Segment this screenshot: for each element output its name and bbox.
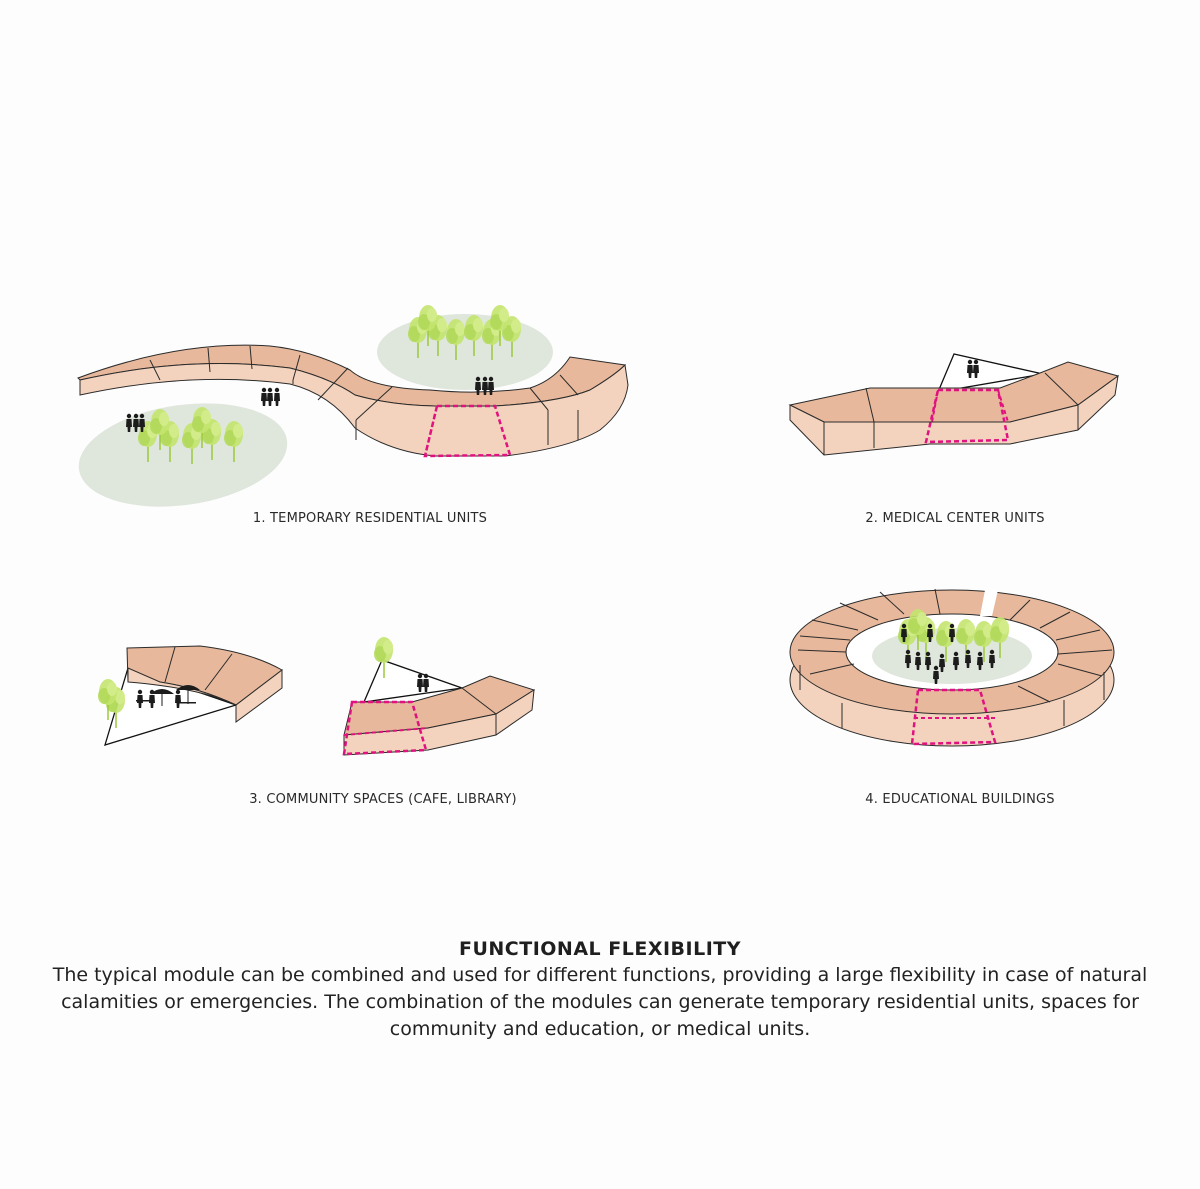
highlighted-module-3 [342,700,428,756]
plaza-left [78,403,288,507]
highlighted-module-4 [910,688,997,746]
strip-dividers [823,372,1079,455]
description-block: FUNCTIONAL FLEXIBILITY The typical modul… [30,938,1170,1043]
caption-educational: 4. EDUCATIONAL BUILDINGS [865,792,1055,807]
ring-gap [980,590,998,616]
scenario-2-medical [788,353,1120,456]
s-curve-side [79,363,629,457]
s-curve-dividers [149,345,579,445]
plaza-right [377,314,553,390]
section-heading: FUNCTIONAL FLEXIBILITY [459,938,741,960]
library-opening [362,659,463,703]
caption-community: 3. COMMUNITY SPACES (CAFE, LIBRARY) [249,792,517,807]
highlighted-module-1 [423,404,512,458]
highlighted-module-2 [924,388,1010,444]
caption-medical: 2. MEDICAL CENTER UNITS [865,511,1045,526]
ring-dividers [797,588,1113,728]
module-diagram [77,304,1120,756]
scenario-3-community [97,636,536,756]
scenario-4-educational [789,588,1115,747]
caption-residential: 1. TEMPORARY RESIDENTIAL UNITS [252,511,488,526]
section-body: The typical module can be combined and u… [52,964,1148,1040]
cafe-umbrella-icon [136,685,200,706]
arc-left-dividers [164,646,237,722]
scenario-1-residential [77,304,629,507]
opening-outline [936,353,1044,393]
arc-right-dividers [461,687,497,735]
